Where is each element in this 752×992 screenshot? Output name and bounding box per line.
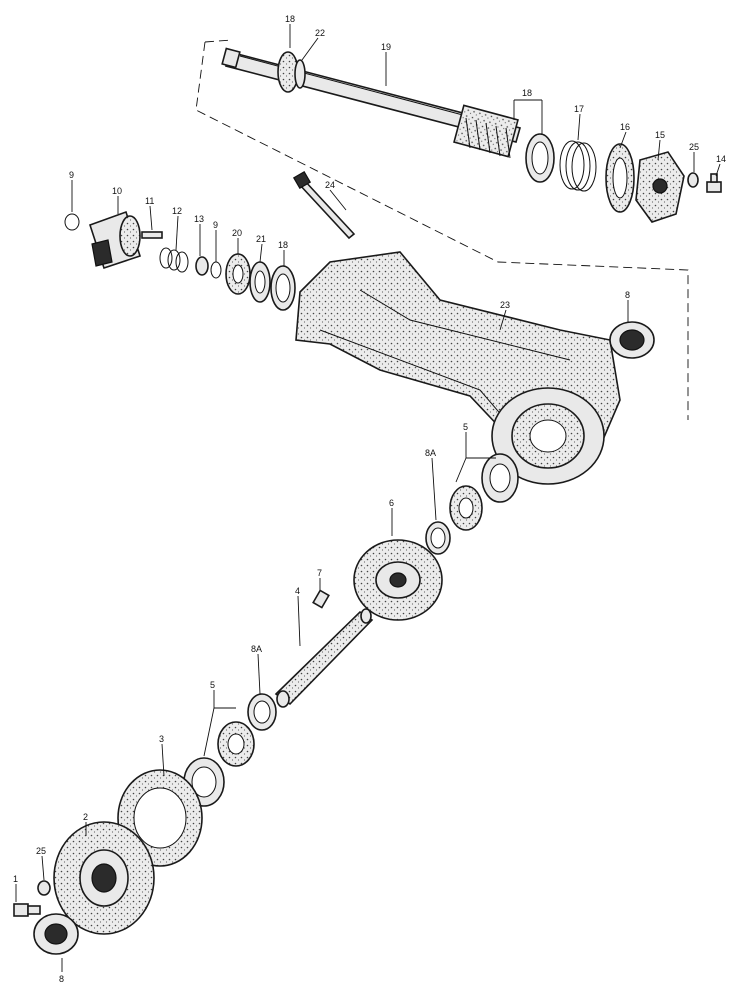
worm-gear-section — [453, 104, 519, 159]
washer-25-bottom — [37, 880, 51, 896]
callout-20: 20 — [232, 228, 242, 238]
gear-20 — [225, 253, 251, 295]
callout-22: 22 — [315, 28, 325, 38]
leader-lines — [15, 24, 721, 972]
snap-ring-9-mid — [210, 261, 222, 279]
callout-8A-lower: 8A — [251, 644, 262, 654]
bearing-cup-18-left — [270, 265, 296, 311]
callout-6: 6 — [389, 498, 394, 508]
cover-plate-15 — [635, 151, 685, 223]
callout-25-bottom: 25 — [36, 846, 46, 856]
callout-12: 12 — [172, 206, 182, 216]
dashed-enclosure-outline — [195, 39, 689, 420]
bearing-21 — [249, 261, 271, 303]
breather-tube-24 — [292, 170, 356, 240]
callout-8A-upper: 8A — [425, 448, 436, 458]
bearing-cone-5-upper — [449, 485, 483, 531]
bearing-cup-5-upper — [481, 453, 519, 503]
callout-5-lower: 5 — [210, 680, 215, 690]
washer-25-top — [687, 172, 699, 188]
gear-6 — [353, 539, 443, 621]
spring-12 — [159, 247, 189, 273]
bearing-cone-5-lower — [217, 721, 255, 767]
callout-11: 11 — [145, 196, 154, 206]
bearing-cup-18-mid — [525, 133, 555, 183]
callout-3: 3 — [159, 734, 164, 744]
callout-9-left: 9 — [69, 170, 74, 180]
bearing-8-right — [609, 321, 655, 359]
callout-9-mid: 9 — [213, 220, 218, 230]
pin-11 — [141, 231, 163, 239]
callout-7: 7 — [317, 568, 322, 578]
callout-5-upper: 5 — [463, 422, 468, 432]
callout-10: 10 — [112, 186, 122, 196]
callout-16: 16 — [620, 122, 630, 132]
bearing-8-bottom — [33, 913, 79, 955]
callout-19: 19 — [381, 42, 391, 52]
callout-1: 1 — [13, 874, 18, 884]
seal-8A-lower — [247, 693, 277, 731]
sleeve-10 — [88, 210, 142, 270]
callout-14: 14 — [716, 154, 726, 164]
gasket-16 — [605, 143, 635, 213]
callout-23: 23 — [500, 300, 510, 310]
callout-25-top: 25 — [689, 142, 699, 152]
callout-24: 24 — [325, 180, 335, 190]
callout-13: 13 — [194, 214, 204, 224]
callout-labels: 18 22 19 18 17 16 15 25 14 9 10 11 12 13… — [13, 14, 726, 984]
callout-4: 4 — [295, 586, 300, 596]
callout-15: 15 — [655, 130, 665, 140]
callout-8-bottom: 8 — [59, 974, 64, 984]
bolt-1 — [13, 903, 41, 917]
axle-4 — [274, 608, 374, 708]
washer-13 — [195, 256, 209, 276]
callout-2: 2 — [83, 812, 88, 822]
callout-18-top: 18 — [285, 14, 295, 24]
seal-8A-upper — [425, 521, 451, 555]
bolt-14 — [706, 173, 722, 193]
callout-18-left: 18 — [278, 240, 288, 250]
hub-2 — [53, 821, 155, 935]
washer-22 — [294, 59, 306, 89]
callout-17: 17 — [574, 104, 584, 114]
callout-21: 21 — [256, 234, 266, 244]
key-7 — [312, 589, 330, 609]
snap-ring-9-left — [64, 213, 80, 231]
callout-18-mid: 18 — [522, 88, 532, 98]
axle-housing-23 — [295, 251, 621, 485]
callout-8-right: 8 — [625, 290, 630, 300]
spring-17 — [559, 140, 597, 192]
